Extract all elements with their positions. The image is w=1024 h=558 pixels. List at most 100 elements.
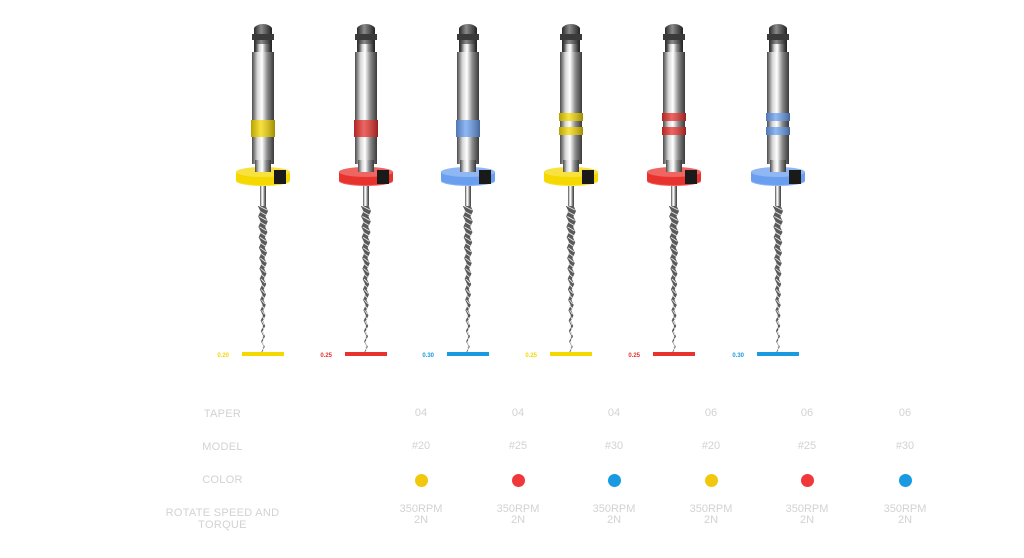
spec-cell-line: 2N <box>606 514 622 526</box>
spec-row-label: ROTATE SPEED AND TORQUE <box>165 507 280 531</box>
file-flutes <box>360 206 371 352</box>
file-latch-neck <box>359 44 373 52</box>
file-neck <box>260 186 266 206</box>
file-latch-notch <box>457 34 479 40</box>
file-flute-highlights <box>669 205 679 351</box>
file-shank <box>457 52 479 164</box>
file-size-bar <box>550 352 592 356</box>
spec-cell-line: 350RPM <box>785 503 829 515</box>
file-size-label: 0.25 <box>320 353 332 359</box>
file-shank <box>252 52 274 164</box>
file-stopper-marker <box>789 170 801 184</box>
spec-cell-line: 350RPM <box>496 503 540 515</box>
spec-cell: #30 <box>604 440 624 452</box>
color-dot <box>607 474 621 487</box>
color-dot <box>414 474 428 487</box>
file-latch-neck <box>771 44 785 52</box>
file-color-band-shade <box>354 120 378 137</box>
endodontic-files-illustration: 0.20 0.25 0.30 0.25 0.25 0.30 <box>217 24 805 359</box>
file-color-band-shade <box>662 113 686 121</box>
file-shank <box>560 52 582 164</box>
file-shank <box>767 52 789 164</box>
file-stopper-marker <box>685 170 697 184</box>
file-latch-neck <box>256 44 270 52</box>
file-flutes <box>668 206 679 352</box>
file-size-label: 0.30 <box>422 353 434 359</box>
spec-cell: 06 <box>800 407 814 419</box>
file-size-bar <box>653 352 695 356</box>
endodontic-file: 0.30 <box>732 24 805 359</box>
file-collar <box>358 160 374 172</box>
spec-cell: #30 <box>895 440 915 452</box>
file-collar <box>255 160 271 172</box>
spec-row-taper: TAPER 04 04 04 06 06 06 <box>0 405 1024 425</box>
file-latch-notch <box>560 34 582 40</box>
file-latch-neck <box>564 44 578 52</box>
file-size-bar <box>242 352 284 356</box>
file-size-bar <box>345 352 387 356</box>
file-flute-highlights <box>361 205 371 351</box>
spec-cell-line: 350RPM <box>883 503 927 515</box>
file-size-label: 0.25 <box>525 353 537 359</box>
file-stopper-marker <box>582 170 594 184</box>
spec-cell: #25 <box>797 440 817 452</box>
file-color-band-shade <box>251 120 275 137</box>
spec-cell: 04 <box>511 407 525 419</box>
spec-cell: 06 <box>898 407 912 419</box>
endodontic-file: 0.25 <box>628 24 701 359</box>
file-neck <box>671 186 677 206</box>
file-flutes <box>462 206 473 352</box>
spec-cell: #20 <box>411 440 431 452</box>
spec-cell-line: 2N <box>897 514 913 526</box>
spec-row-label: TAPER <box>203 408 242 420</box>
spec-row-model: MODEL#20#25#30#20#25#30 <box>0 438 1024 458</box>
file-shank <box>355 52 377 164</box>
file-flute-highlights <box>566 205 576 351</box>
file-flute-highlights <box>773 205 783 351</box>
file-flute-highlights <box>463 205 473 351</box>
endodontic-file: 0.25 <box>320 24 393 359</box>
spec-row-color: COLOR <box>0 471 1024 491</box>
file-size-bar <box>447 352 489 356</box>
file-collar <box>770 160 786 172</box>
file-size-label: 0.20 <box>217 353 229 359</box>
file-latch-notch <box>663 34 685 40</box>
spec-cell: 06 <box>704 407 718 419</box>
file-color-band-shade <box>559 127 583 135</box>
spec-cell-line: 2N <box>799 514 815 526</box>
file-size-label: 0.30 <box>732 353 744 359</box>
file-size-bar <box>757 352 799 356</box>
spec-cell-line: 350RPM <box>592 503 636 515</box>
file-collar <box>666 160 682 172</box>
spec-cell: #25 <box>508 440 528 452</box>
spec-cell: 04 <box>414 407 428 419</box>
file-size-label: 0.25 <box>628 353 640 359</box>
endodontic-file: 0.20 <box>217 24 290 359</box>
file-neck <box>775 186 781 206</box>
file-collar <box>460 160 476 172</box>
file-stopper-marker <box>377 170 389 184</box>
spec-row-label: COLOR <box>202 474 243 486</box>
endodontic-file: 0.25 <box>525 24 598 359</box>
file-latch-notch <box>252 34 274 40</box>
file-latch-notch <box>767 34 789 40</box>
spec-cell-line: 2N <box>510 514 526 526</box>
color-dot <box>704 474 718 487</box>
spec-cell: 04 <box>607 407 621 419</box>
file-stopper-marker <box>479 170 491 184</box>
file-shank <box>663 52 685 164</box>
file-stopper-marker <box>274 170 286 184</box>
endodontic-file: 0.30 <box>422 24 495 359</box>
spec-cell-line: 350RPM <box>689 503 733 515</box>
spec-row-label: MODEL <box>202 441 243 453</box>
spec-cell-line: 2N <box>703 514 719 526</box>
file-neck <box>568 186 574 206</box>
color-dot <box>800 474 814 487</box>
